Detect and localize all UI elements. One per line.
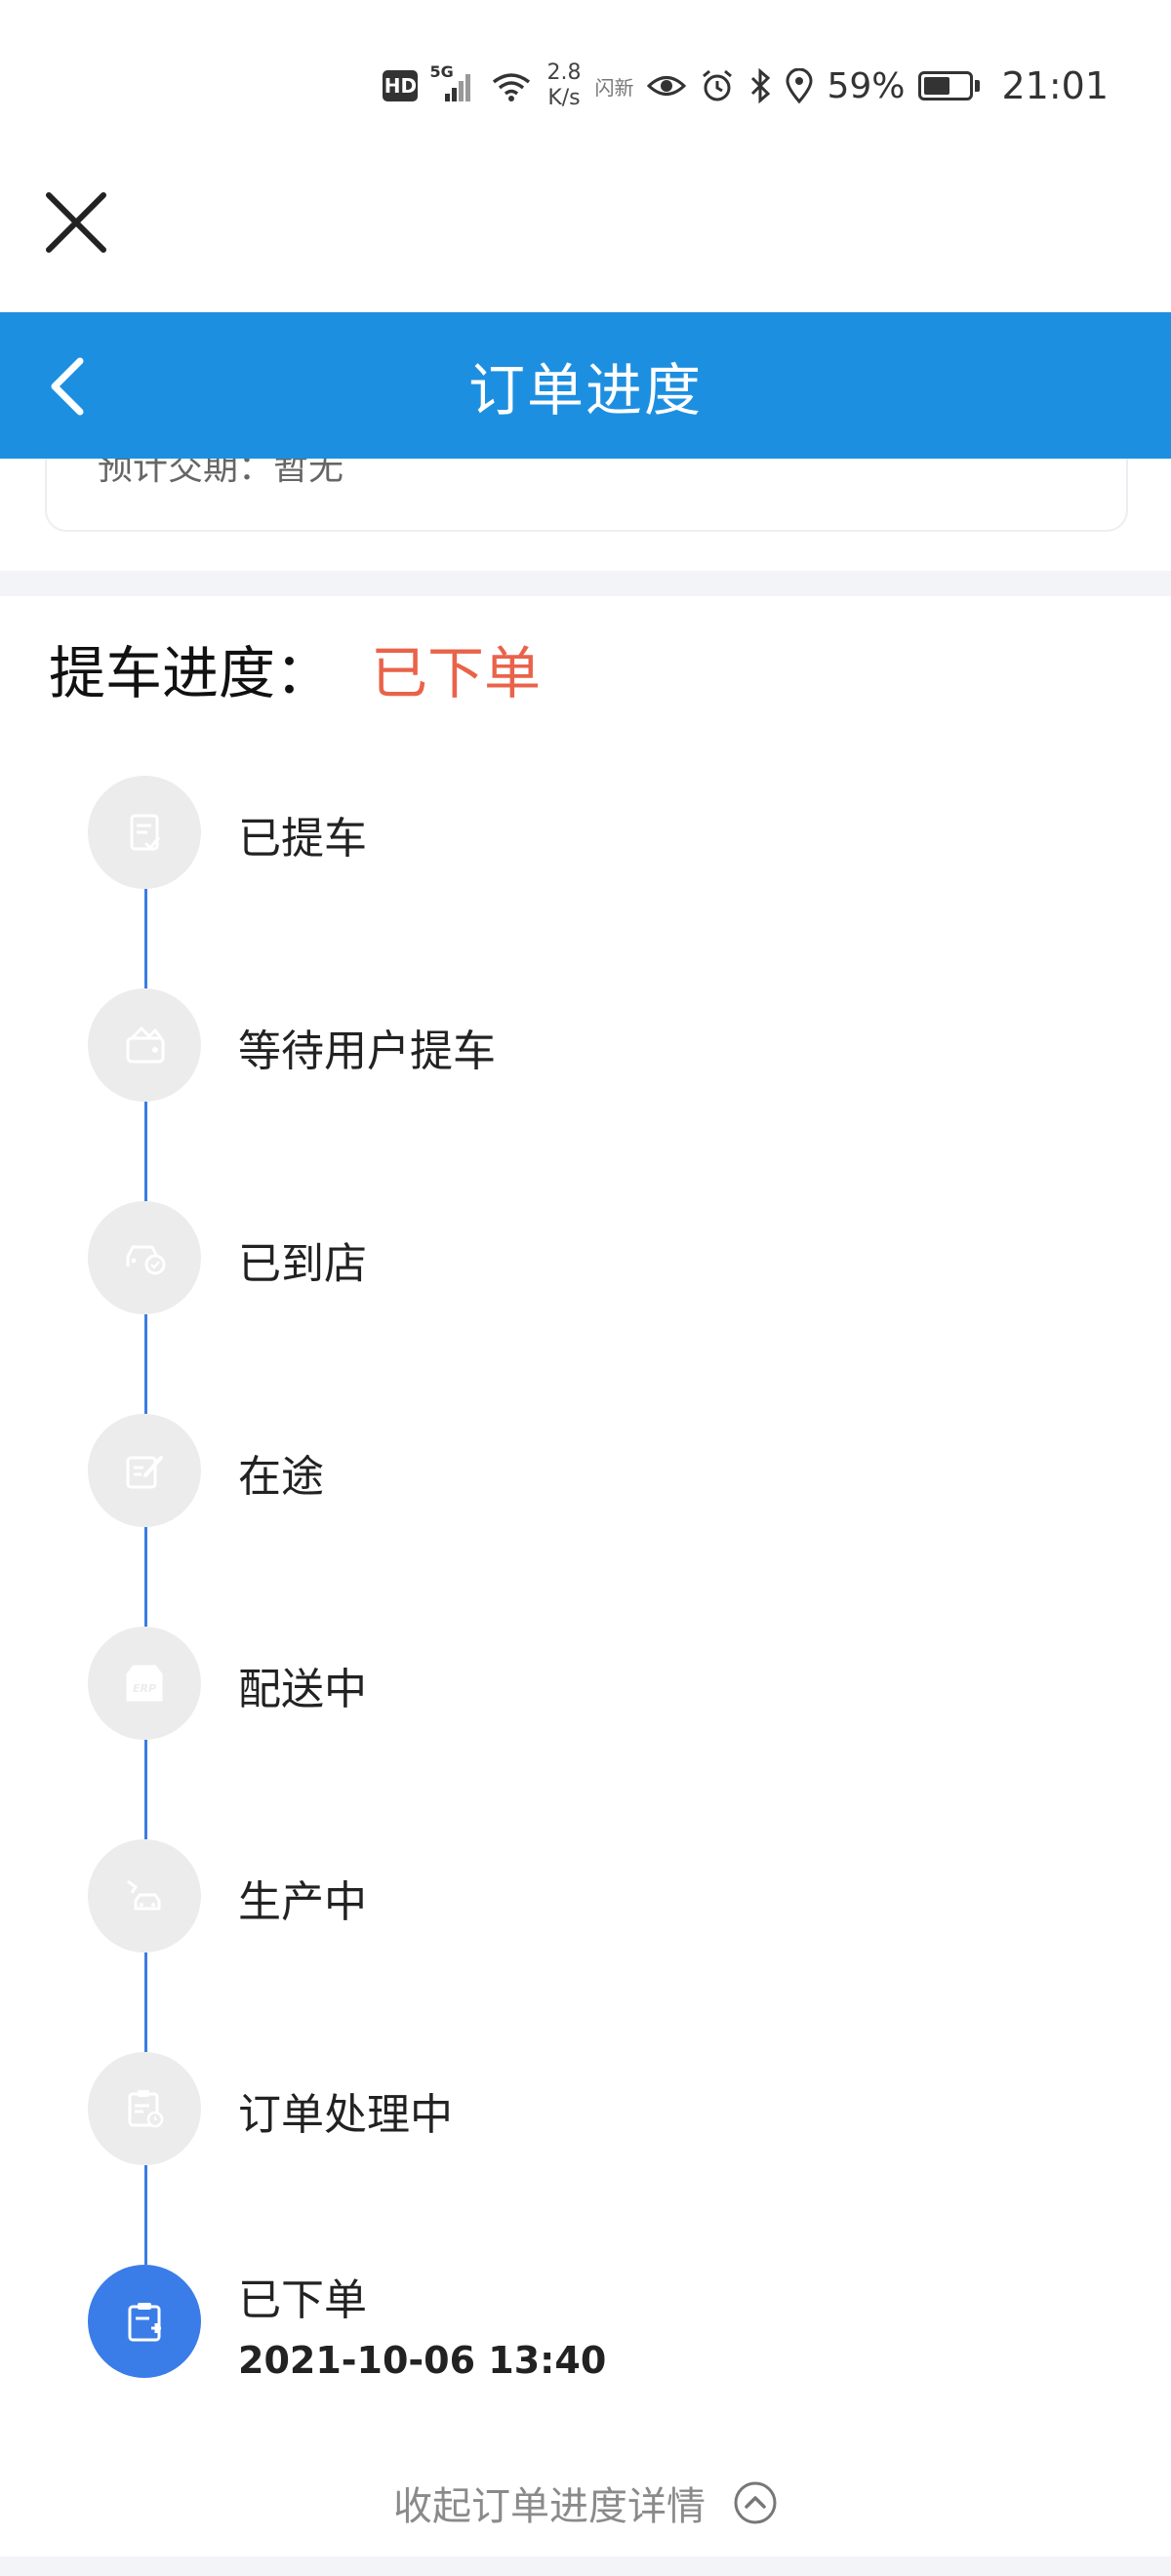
timeline-step: ERP 配送中: [88, 1627, 966, 1740]
timeline-step-label: 已下单: [238, 2275, 367, 2325]
timeline-step-label: 已提车: [238, 814, 367, 864]
timeline-step: 生产中: [88, 1839, 966, 1952]
current-status: 已下单: [371, 640, 542, 706]
nfc-label: 闪新: [594, 75, 634, 100]
timeline-step: 在途: [88, 1414, 966, 1527]
progress-heading-label: 提车进度：: [49, 640, 333, 706]
timeline-step: 已到店: [88, 1201, 966, 1314]
timeline-connector: [144, 1102, 147, 1201]
signal-icon: 5G: [429, 62, 476, 103]
collapse-details-button[interactable]: 收起订单进度详情: [0, 2469, 1171, 2537]
timeline-step-time: 2021-10-06 13:40: [238, 2339, 607, 2382]
chevron-up-circle-icon: [734, 2481, 777, 2524]
location-icon: [786, 68, 813, 103]
wifi-icon: [493, 73, 531, 101]
status-bar: HD 5G 2.8 K/s 闪新: [0, 0, 1171, 176]
timeline-step: 已下单 2021-10-06 13:40: [88, 2265, 966, 2382]
hd-badge: HD: [383, 70, 419, 101]
car-arrived-icon: [88, 1201, 201, 1314]
close-button[interactable]: [39, 185, 113, 260]
timeline-step: 已提车: [88, 776, 966, 889]
timeline-step-label: 配送中: [238, 1665, 367, 1714]
close-icon: [46, 192, 106, 253]
speed-unit: K/s: [547, 86, 581, 110]
timeline-step: 订单处理中: [88, 2052, 966, 2165]
timeline-connector: [144, 1952, 147, 2052]
battery-percent: 59%: [827, 65, 906, 106]
bluetooth-icon: [751, 68, 771, 103]
clipboard-clock-icon: [88, 2052, 201, 2165]
clock: 21:01: [1001, 64, 1109, 107]
wallet-icon: [88, 988, 201, 1102]
car-production-icon: [88, 1839, 201, 1952]
timeline-connector: [144, 1314, 147, 1414]
timeline-step-label: 已到店: [238, 1239, 367, 1289]
clipboard-add-icon: [88, 2265, 201, 2378]
timeline-step-label: 等待用户提车: [238, 1026, 496, 1076]
timeline-connector: [144, 889, 147, 988]
speed-value: 2.8: [546, 60, 582, 85]
document-check-icon: [88, 776, 201, 889]
timeline-step: 等待用户提车: [88, 988, 966, 1102]
chevron-left-icon: [51, 357, 84, 416]
timeline-connector: [144, 2165, 147, 2265]
timeline-connector: [144, 1740, 147, 1839]
timeline-connector: [144, 1527, 147, 1627]
timeline-step-label: 在途: [238, 1452, 324, 1502]
timeline-step-label: 生产中: [238, 1877, 367, 1927]
progress-heading: 提车进度： 已下单: [49, 634, 541, 706]
collapse-label: 收起订单进度详情: [393, 2484, 706, 2529]
page-title: 订单进度: [467, 357, 703, 423]
network-speed: 2.8 K/s: [546, 60, 581, 111]
network-type-label: 5G: [429, 62, 454, 81]
erp-box-icon: ERP: [88, 1627, 201, 1740]
status-icons: HD 5G 2.8 K/s 闪新: [383, 57, 1109, 115]
timeline-step-label: 订单处理中: [238, 2090, 453, 2140]
nav-bar: 订单进度: [0, 312, 1171, 459]
eye-icon: [647, 76, 687, 96]
bottom-divider: [0, 2556, 1171, 2576]
alarm-icon: [703, 69, 733, 101]
back-button[interactable]: [35, 347, 113, 425]
edit-document-icon: [88, 1414, 201, 1527]
section-divider: [0, 571, 1171, 596]
battery-icon: [918, 71, 981, 101]
svg-text:ERP: ERP: [133, 1682, 156, 1695]
